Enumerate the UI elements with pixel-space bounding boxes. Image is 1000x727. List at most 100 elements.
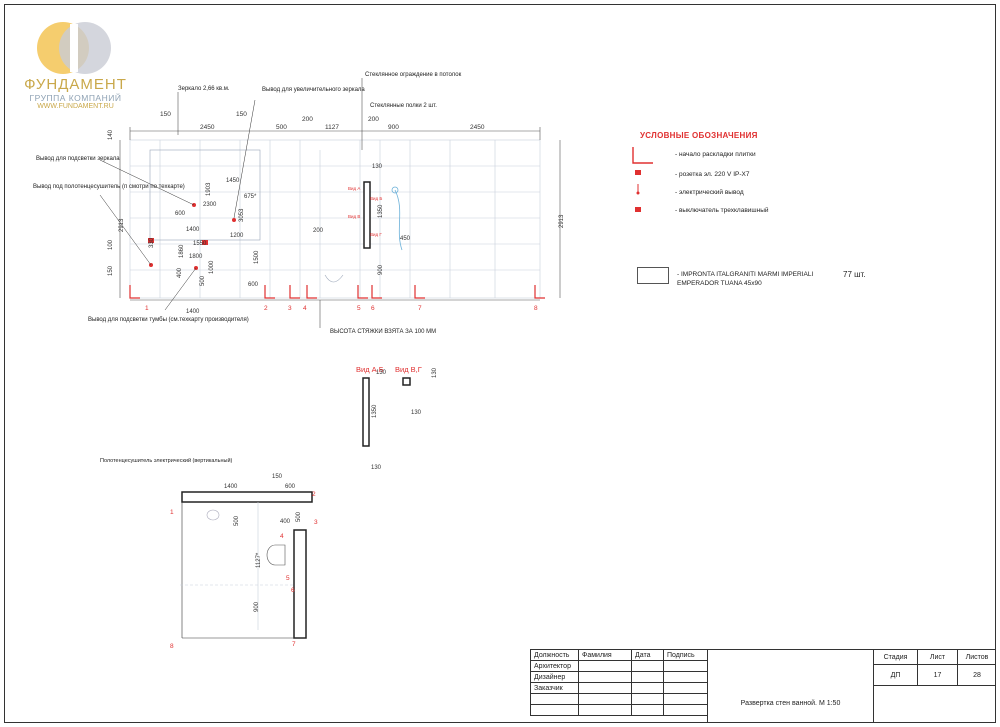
annotation-glass-shelves: Стеклянные полки 2 шт. xyxy=(370,103,437,109)
stamp-role: Дизайнер xyxy=(530,671,579,683)
plan-dim: 500 xyxy=(296,511,302,522)
socket-icon xyxy=(148,238,154,243)
logo-subtitle: ГРУППА КОМПАНИЙ xyxy=(29,93,122,103)
dim-label: 600 xyxy=(175,211,186,217)
sheets-label: Листов xyxy=(965,654,989,661)
annotation-towel-outlet: Вывод под полотенцесушитель (п смотри по… xyxy=(33,184,185,190)
dim-top: 900 xyxy=(388,124,399,131)
dim-label: 3053 xyxy=(239,208,245,222)
plan-dim: 900 xyxy=(254,601,260,612)
socket-icon xyxy=(635,170,641,175)
dim-label: 2300 xyxy=(203,202,217,208)
plan-marker: 2 xyxy=(312,491,316,498)
dim-top: 500 xyxy=(276,124,287,131)
triple-switch-icon xyxy=(635,207,641,212)
view-dim: 130 xyxy=(432,367,438,378)
dim-top: 2450 xyxy=(200,124,215,131)
dim-label: 500 xyxy=(200,275,206,286)
plan-dim: 1127* xyxy=(256,552,262,568)
view-dim: 130 xyxy=(411,410,422,416)
sheet-label: Лист xyxy=(929,654,946,661)
view-vg-panel xyxy=(402,377,411,386)
plan-marker: 4 xyxy=(280,533,284,540)
dim-label: 600 xyxy=(248,282,259,288)
annotation-glass-partition: Стеклянное ограждение в потолок xyxy=(365,72,462,78)
shelf-label: Вид В xyxy=(348,214,360,219)
stamp-header: Фамилия xyxy=(578,649,632,661)
dim-label: 2913 xyxy=(559,214,565,228)
annotation-mirror: Зеркало 2,66 кв.м. xyxy=(178,86,230,92)
dim-label: 1000 xyxy=(209,260,215,274)
title-block-table: Должность Фамилия Дата Подпись Архитекто… xyxy=(530,649,708,716)
wall-marker: 6 xyxy=(371,305,375,312)
view-ab-label: Вид А,Б xyxy=(356,365,384,374)
dim-label: 1550 xyxy=(193,241,207,247)
dim-top: 2450 xyxy=(470,124,485,131)
stamp-role: Архитектор xyxy=(530,660,579,672)
leader-lines xyxy=(99,78,363,328)
tile-swatch xyxy=(637,267,669,284)
socket-icon xyxy=(202,240,208,245)
dim-label: 450 xyxy=(400,236,411,242)
dim-label: 1400 xyxy=(186,227,200,233)
plan-dim: 1400 xyxy=(224,484,238,490)
sheet-value: 17 xyxy=(933,672,942,679)
tile-start-icon xyxy=(632,147,653,164)
dim-label: 150 xyxy=(108,265,114,276)
company-logo-icon xyxy=(37,22,111,74)
plan-dim: 150 xyxy=(272,474,283,480)
view-dim: 130 xyxy=(376,370,387,376)
dim-label: 675* xyxy=(244,194,257,200)
dim-label: 1350 xyxy=(378,204,384,218)
legend-item-socket: - розетка эл. 220 V IP-X7 xyxy=(675,171,750,178)
stamp-role: Заказчик xyxy=(530,682,579,694)
shelf-label: Вид Г xyxy=(370,232,382,237)
stamp-header: Дата xyxy=(631,649,664,661)
dim-label: 400 xyxy=(177,267,183,278)
dim-label: 330 xyxy=(149,237,155,248)
annotation-magnifier: Вывод для увеличительного зеркала xyxy=(262,87,365,93)
drawing-frame xyxy=(4,4,996,723)
plan-marker: 3 xyxy=(314,519,318,526)
shelf-label: Вид Б xyxy=(370,196,382,201)
view-dim: 1350 xyxy=(372,404,378,418)
tile-start-markers xyxy=(129,285,545,299)
logo-url: WWW.FUNDAMENT.RU xyxy=(37,103,114,110)
view-ab-panel xyxy=(362,377,370,447)
shelf-label: Вид А xyxy=(348,186,360,191)
washbasin-icon xyxy=(206,509,220,521)
legend-item-tile-start: - начало раскладки плитки xyxy=(675,151,756,158)
plan-dim: 500 xyxy=(234,515,240,526)
wall-marker: 2 xyxy=(264,305,268,312)
dim-label: 2913 xyxy=(119,218,125,232)
wall-marker: 8 xyxy=(534,305,538,312)
dim-top: 150 xyxy=(160,111,171,118)
annotation-screed: ВЫСОТА СТЯЖКИ ВЗЯТА ЗА 100 ММ xyxy=(330,329,436,335)
toilet-icon xyxy=(324,274,344,283)
drawing-title: Развертка стен ванной. М 1:50 xyxy=(740,700,841,707)
plan-marker: 7 xyxy=(292,641,296,648)
tile-grid xyxy=(129,139,541,299)
top-dimension-line xyxy=(119,127,561,301)
dim-label: 1450 xyxy=(226,178,240,184)
dim-label: 1860 xyxy=(179,244,185,258)
plan-marker: 6 xyxy=(291,587,295,594)
dim-label: 900 xyxy=(378,264,384,275)
plan-dim: 400 xyxy=(280,519,291,525)
annotation-cabinet-light: Вывод для подсветки тумбы (см.техкарту п… xyxy=(88,317,249,323)
stamp-header: Подпись xyxy=(663,649,708,661)
dim-label: 1800 xyxy=(189,254,203,260)
annotation-towel-heater-plan: Полотенцесушитель электрический (вертика… xyxy=(100,457,233,464)
sheets-value: 28 xyxy=(973,672,981,679)
views: Вид А,Б Вид В,Г 130 1350 130 130 130 xyxy=(356,365,438,471)
wall-marker: 1 xyxy=(145,305,149,312)
dim-label: 200 xyxy=(313,228,324,234)
title-block-right: Развертка стен ванной. М 1:50 Стадия Лис… xyxy=(707,649,996,723)
dim-label: 1400 xyxy=(186,309,200,315)
legend-title: УСЛОВНЫЕ ОБОЗНАЧЕНИЯ xyxy=(640,131,758,140)
wall-marker: 7 xyxy=(418,305,422,312)
dim-label: 1903 xyxy=(206,182,212,196)
wall-marker: 5 xyxy=(357,305,361,312)
stage-label: Стадия xyxy=(883,654,908,661)
